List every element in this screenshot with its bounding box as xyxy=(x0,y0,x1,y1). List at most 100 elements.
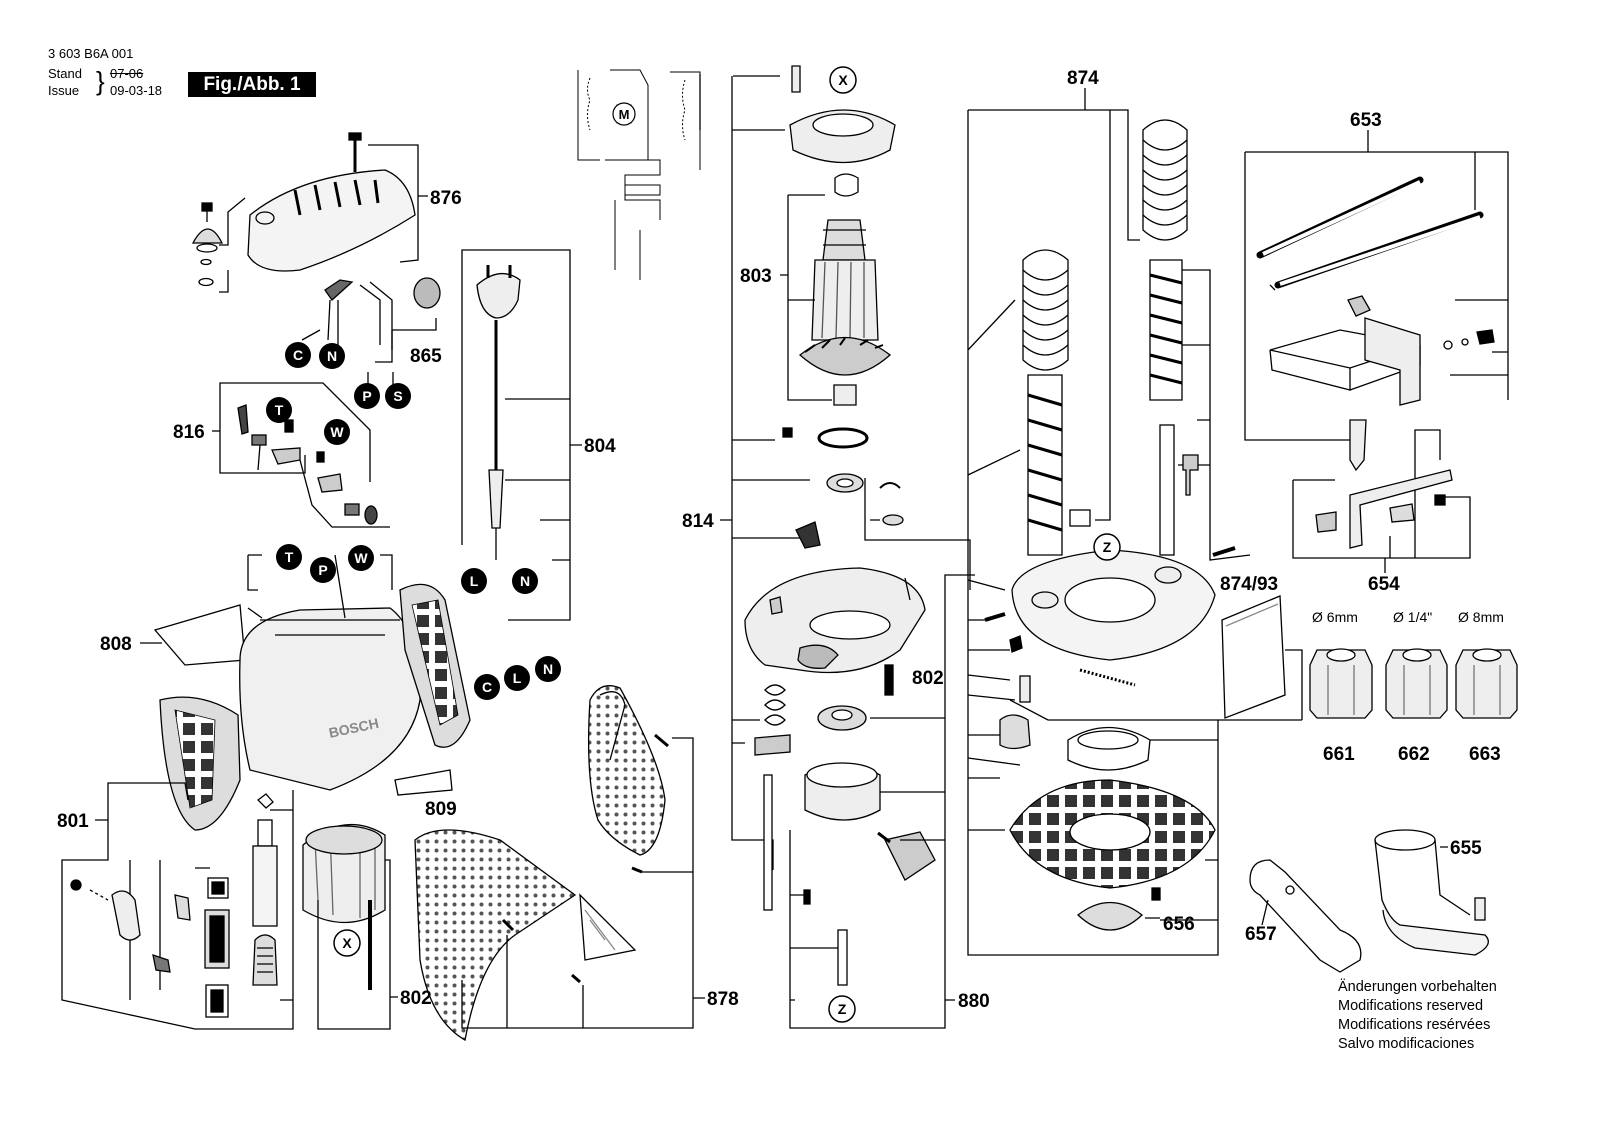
collet-8mm xyxy=(1455,648,1518,719)
svg-text:L: L xyxy=(513,670,522,686)
part-808: 808 xyxy=(100,634,132,655)
handle-grips xyxy=(414,685,669,1042)
switch-slider-parts xyxy=(70,793,278,1018)
armature xyxy=(798,219,892,406)
part-874-93: 874/93 xyxy=(1220,574,1278,595)
svg-text:N: N xyxy=(543,661,553,677)
callout-l2: L xyxy=(504,665,530,691)
part-663: 663 xyxy=(1469,744,1501,765)
part-802-center: 802 xyxy=(912,668,944,689)
svg-text:P: P xyxy=(362,388,371,404)
svg-text:C: C xyxy=(293,347,303,363)
note-es: Salvo modificaciones xyxy=(1338,1036,1475,1052)
spanner-wrench xyxy=(1249,859,1362,973)
part-802-left: 802 xyxy=(400,988,432,1009)
callout-n1: N xyxy=(319,343,345,369)
part-662: 662 xyxy=(1398,744,1430,765)
callout-n3: N xyxy=(535,656,561,682)
callout-z1: Z xyxy=(1093,533,1121,561)
svg-text:N: N xyxy=(327,348,337,364)
modification-notes: Änderungen vorbehalten Modifications res… xyxy=(1338,978,1497,1054)
callout-p2: P xyxy=(310,557,336,583)
part-656: 656 xyxy=(1163,914,1195,935)
callout-c2: C xyxy=(474,674,500,700)
part-874: 874 xyxy=(1067,68,1099,89)
router-housing xyxy=(153,583,471,831)
screw-knob xyxy=(191,202,224,287)
part-809: 809 xyxy=(425,799,457,820)
svg-text:T: T xyxy=(285,549,294,565)
bearing-and-rings xyxy=(782,427,904,549)
figure-label: Fig./Abb. 1 xyxy=(188,72,316,97)
stand-label: Stand xyxy=(48,66,82,81)
gear-housing xyxy=(744,567,926,674)
svg-text:N: N xyxy=(520,573,530,589)
svg-text:S: S xyxy=(393,388,402,404)
motor-cover xyxy=(247,169,416,272)
collet-quarter-inch xyxy=(1385,648,1448,719)
callout-z2: Z xyxy=(828,995,856,1023)
callout-x1: X xyxy=(829,66,857,94)
doc-number: 3 603 B6A 001 xyxy=(48,46,134,61)
collet-size-quarter: Ø 1/4" xyxy=(1393,609,1432,625)
part-880: 880 xyxy=(958,991,990,1012)
note-en: Modifications reserved xyxy=(1338,998,1484,1014)
field-coil xyxy=(302,823,386,990)
spindle-parts xyxy=(754,664,936,986)
carbon-brush-set xyxy=(324,277,441,350)
callout-w1: W xyxy=(324,419,350,445)
chip-guard xyxy=(1221,595,1286,719)
svg-text:W: W xyxy=(330,424,344,440)
switch-parts xyxy=(237,404,378,525)
part-876: 876 xyxy=(430,188,462,209)
svg-text:C: C xyxy=(482,679,492,695)
power-cable xyxy=(476,265,521,560)
note-de: Änderungen vorbehalten xyxy=(1338,979,1497,995)
depth-stop-parts xyxy=(999,635,1151,771)
svg-text:Z: Z xyxy=(1103,539,1112,555)
dust-extraction-adapter xyxy=(1374,829,1489,956)
callout-c1: C xyxy=(285,342,311,368)
screw-876 xyxy=(348,132,362,172)
part-804: 804 xyxy=(584,436,616,457)
part-816: 816 xyxy=(173,422,205,443)
collet-size-6mm: Ø 6mm xyxy=(1312,609,1358,625)
callout-t1: T xyxy=(266,397,292,423)
issue-date: 09-03-18 xyxy=(110,83,163,98)
part-657: 657 xyxy=(1245,924,1277,945)
svg-text:T: T xyxy=(275,402,284,418)
part-801: 801 xyxy=(57,811,89,832)
wiring-schematic xyxy=(577,69,701,280)
issue-label: Issue xyxy=(48,83,80,98)
callout-x2: X xyxy=(333,929,361,957)
guide-bracket xyxy=(1269,295,1495,472)
stand-date: 07-06 xyxy=(110,66,144,81)
svg-text:Z: Z xyxy=(838,1001,847,1017)
callout-t2: T xyxy=(276,544,302,570)
svg-text:X: X xyxy=(838,72,848,88)
callout-n2: N xyxy=(512,568,538,594)
svg-text:P: P xyxy=(318,562,327,578)
svg-text:L: L xyxy=(470,573,479,589)
svg-text:M: M xyxy=(619,107,630,122)
fine-adjust-bracket xyxy=(1315,469,1453,549)
part-865: 865 xyxy=(410,346,442,367)
brace-glyph: } xyxy=(96,66,105,96)
callout-l1: L xyxy=(461,568,487,594)
guide-rods xyxy=(1256,176,1484,289)
collet-size-8mm: Ø 8mm xyxy=(1458,609,1504,625)
svg-text:W: W xyxy=(354,550,368,566)
upper-bearing-housing xyxy=(789,65,896,197)
part-654: 654 xyxy=(1368,574,1400,595)
svg-text:X: X xyxy=(342,935,352,951)
motor-symbol: M xyxy=(612,102,636,126)
callout-s1: S xyxy=(385,383,411,409)
part-653: 653 xyxy=(1350,110,1382,131)
base-plate xyxy=(984,546,1236,661)
callout-w2: W xyxy=(348,545,374,571)
part-661: 661 xyxy=(1323,744,1355,765)
callout-p1: P xyxy=(354,383,380,409)
depth-springs-and-columns xyxy=(1022,119,1199,556)
part-878: 878 xyxy=(707,989,739,1010)
